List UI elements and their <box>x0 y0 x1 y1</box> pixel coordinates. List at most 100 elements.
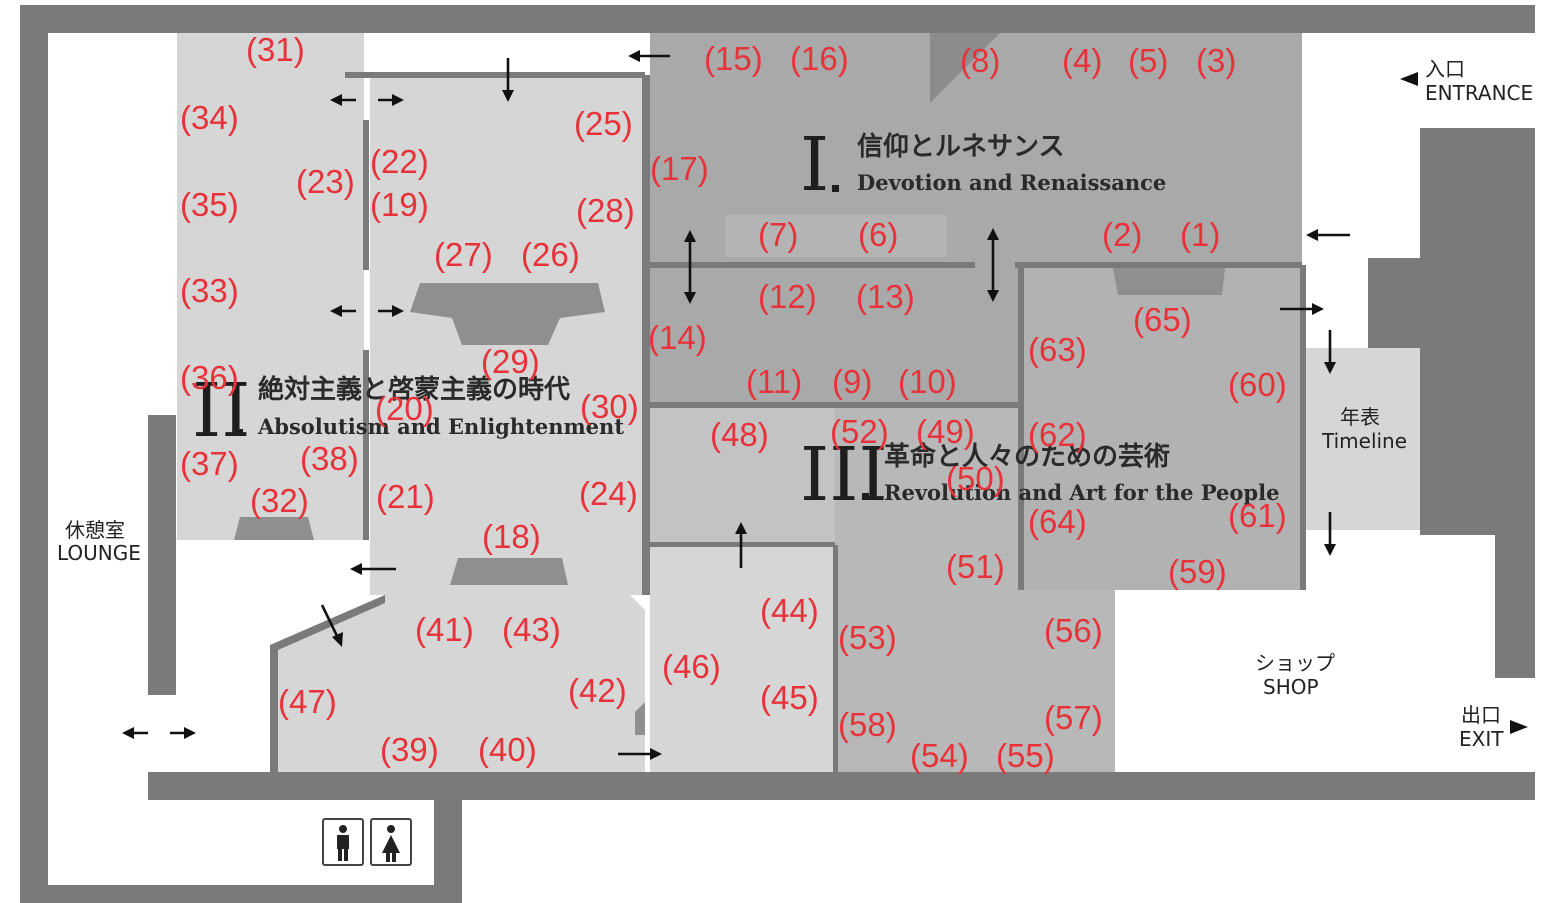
artwork-marker: (25) <box>574 105 633 142</box>
artwork-marker: (14) <box>648 319 707 356</box>
partition-2-vertical-low <box>363 350 369 540</box>
timeline-label-jp: 年表 <box>1340 405 1380 429</box>
artwork-marker: (2) <box>1102 216 1142 253</box>
section-title-2: II 絶対主義と啓蒙主義の時代 Absolutism and Enlighten… <box>192 368 624 454</box>
artwork-marker: (23) <box>296 163 355 200</box>
wall-right-lower <box>1495 535 1535 678</box>
artwork-marker: (51) <box>946 548 1005 585</box>
artwork-marker: (44) <box>760 592 819 629</box>
artwork-marker: (49) <box>916 413 975 450</box>
wall-bottom <box>148 772 1535 800</box>
section-1-title-en: Devotion and Renaissance <box>857 170 1166 195</box>
artwork-marker: (47) <box>278 683 337 720</box>
artwork-marker: (60) <box>1228 366 1287 403</box>
artwork-marker: (34) <box>180 99 239 136</box>
artwork-marker: (46) <box>662 648 721 685</box>
rooms <box>177 33 1420 772</box>
wall-section-2-lower-left <box>270 595 385 772</box>
artwork-marker: (39) <box>380 731 439 768</box>
direction-arrow-icon <box>1324 512 1336 556</box>
section-1-numeral: I <box>800 122 829 208</box>
artwork-markers: (1)(2)(3)(4)(5)(6)(7)(8)(9)(10)(11)(12)(… <box>180 31 1287 774</box>
timeline-label-en: Timeline <box>1321 429 1407 453</box>
entrance-pointer-icon <box>1400 72 1418 86</box>
artwork-marker: (62) <box>1028 416 1087 453</box>
direction-arrow-icon <box>122 727 196 739</box>
lounge-label-en: LOUNGE <box>57 541 141 565</box>
artwork-marker: (35) <box>180 186 239 223</box>
direction-arrow-icon <box>628 50 670 62</box>
artwork-marker: (3) <box>1196 42 1236 79</box>
partition-3-vertical-2 <box>833 545 838 772</box>
artwork-marker: (30) <box>580 388 639 425</box>
artwork-marker: (15) <box>704 40 763 77</box>
artwork-marker: (29) <box>481 343 540 380</box>
display-stand-32 <box>234 517 314 540</box>
exit-label-en: EXIT <box>1459 727 1504 751</box>
artwork-marker: (63) <box>1028 331 1087 368</box>
artwork-marker: (7) <box>758 216 798 253</box>
artwork-marker: (26) <box>521 236 580 273</box>
room-section-1-notch <box>930 33 1000 103</box>
display-stand-18 <box>450 558 568 585</box>
artwork-marker: (22) <box>370 143 429 180</box>
wall-top <box>20 5 1535 33</box>
entrance-label-en: ENTRANCE <box>1425 81 1533 105</box>
wall-timeline-left <box>1300 265 1306 590</box>
artwork-marker: (6) <box>858 216 898 253</box>
artwork-marker: (52) <box>830 413 889 450</box>
artwork-marker: (57) <box>1044 699 1103 736</box>
wall-right-upper <box>1420 128 1535 535</box>
artwork-marker: (13) <box>856 278 915 315</box>
direction-arrow-icon <box>987 228 999 302</box>
artwork-marker: (53) <box>838 619 897 656</box>
wall-section-2-right <box>642 75 650 595</box>
section-2-title-jp: 絶対主義と啓蒙主義の時代 <box>258 374 570 405</box>
wall-restroom <box>434 800 462 900</box>
restroom-women-icon <box>370 818 412 866</box>
artwork-marker: (18) <box>482 518 541 555</box>
display-case-1 <box>725 215 947 257</box>
artwork-marker: (17) <box>650 150 709 187</box>
artwork-marker: (65) <box>1133 301 1192 338</box>
artwork-marker: (10) <box>898 363 957 400</box>
artwork-marker: (12) <box>758 278 817 315</box>
partition-31-top <box>345 72 645 78</box>
artwork-marker: (59) <box>1168 553 1227 590</box>
display-stand-29 <box>410 283 605 345</box>
direction-arrow-icon <box>618 748 662 760</box>
artwork-marker: (41) <box>415 611 474 648</box>
wall-section-1-divider <box>650 262 975 268</box>
display-stand-42 <box>635 702 645 735</box>
artwork-marker: (43) <box>502 611 561 648</box>
section-3-title-jp: 革命と人々のための芸術 <box>884 441 1170 472</box>
direction-arrow-icon <box>350 563 396 575</box>
room-section-1-lower <box>650 265 1018 405</box>
direction-arrow-icon <box>330 305 404 317</box>
direction-arrows <box>122 50 1350 760</box>
direction-arrow-icon <box>1280 303 1324 315</box>
wall-entrance-pillar <box>1368 258 1420 348</box>
wall-section-1-divider-2 <box>1015 262 1302 268</box>
artwork-marker: (58) <box>838 706 897 743</box>
room-section-3-d <box>1020 268 1302 590</box>
artwork-marker: (61) <box>1228 497 1287 534</box>
partition-2-vertical <box>363 120 369 270</box>
wall-left-corridor <box>148 415 176 695</box>
exit-pointer-icon <box>1510 720 1528 734</box>
direction-arrow-icon <box>320 604 343 647</box>
artwork-marker: (16) <box>790 40 849 77</box>
partition-3-vertical <box>1018 265 1024 590</box>
artwork-marker: (31) <box>246 31 305 68</box>
section-2-title-en: Absolutism and Enlightenment <box>257 414 624 439</box>
direction-arrow-icon <box>1324 330 1336 374</box>
artwork-marker: (48) <box>710 416 769 453</box>
direction-arrow-icon <box>330 94 404 106</box>
section-title-3: III 革命と人々のための芸術 Revolution and Art for t… <box>800 432 1279 518</box>
artwork-marker: (45) <box>760 679 819 716</box>
lounge-label-jp: 休憩室 <box>65 518 125 542</box>
wall-left-outer-lower <box>20 415 48 903</box>
place-labels: 入口 ENTRANCE 出口 EXIT 休憩室 LOUNGE ショップ SHOP… <box>57 57 1533 751</box>
artwork-marker: (40) <box>478 731 537 768</box>
artwork-marker: (1) <box>1180 216 1220 253</box>
